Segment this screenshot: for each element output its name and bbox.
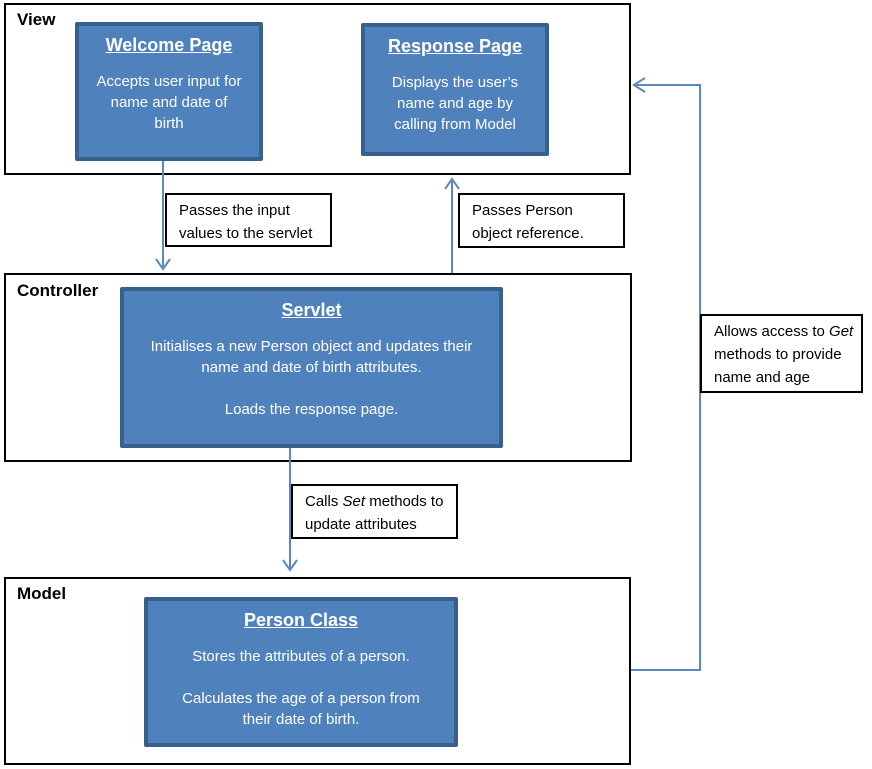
text-line: Initialises a new Person object and upda…: [150, 338, 473, 355]
response-page-title: Response Page: [387, 36, 523, 56]
arrow-controller-to-response: [444, 177, 460, 273]
servlet-node: Servlet Initialises a new Person object …: [120, 287, 503, 448]
text-line: Loads the response page.: [224, 401, 399, 418]
welcome-page-description: Accepts user input for name and date of …: [79, 71, 259, 134]
text-line: Calculates the age of a person from: [182, 690, 420, 707]
text-line: name and date of birth attributes.: [201, 359, 422, 376]
text-line: methods to provide: [714, 346, 842, 363]
text-line: Accepts user input for: [96, 73, 242, 90]
servlet-paragraph-1: Initialises a new Person object and upda…: [124, 336, 499, 378]
text-line: object reference.: [472, 225, 584, 242]
servlet-title: Servlet: [281, 300, 342, 320]
note-allows-get-access: Allows access to Get methods to provide …: [700, 314, 863, 393]
welcome-page-node: Welcome Page Accepts user input for name…: [75, 22, 263, 161]
text-line: birth: [154, 115, 184, 132]
italic-set-keyword: Set: [342, 493, 366, 510]
person-class-node: Person Class Stores the attributes of a …: [144, 597, 458, 747]
text-line: update attributes: [305, 516, 417, 533]
text-segment: Calls: [305, 493, 343, 510]
arrow-model-to-response: [631, 77, 701, 671]
text-line: name and age by: [397, 95, 513, 112]
text-line: Stores the attributes of a person.: [192, 648, 410, 665]
italic-get-keyword: Get: [829, 323, 854, 340]
controller-section-label: Controller: [17, 281, 99, 300]
text-segment: Allows access to: [714, 323, 830, 340]
text-segment: methods to: [365, 493, 444, 510]
text-line: their date of birth.: [242, 711, 360, 728]
person-class-paragraph-2: Calculates the age of a person from thei…: [148, 688, 454, 730]
text-line: Displays the user’s: [391, 74, 519, 91]
person-class-paragraph-1: Stores the attributes of a person.: [148, 646, 454, 667]
servlet-description: Initialises a new Person object and upda…: [124, 336, 499, 420]
text-line: Allows access to Get: [714, 320, 857, 343]
servlet-paragraph-2: Loads the response page.: [124, 399, 499, 420]
model-section-container: [4, 577, 631, 765]
note-calls-set-methods: Calls Set methods to update attributes: [291, 484, 458, 539]
person-class-description: Stores the attributes of a person. Calcu…: [148, 646, 454, 730]
text-line: values to the servlet: [179, 225, 313, 242]
view-section-container: [4, 3, 631, 175]
response-page-node: Response Page Displays the user’s name a…: [361, 23, 549, 156]
text-line: name and age: [714, 369, 810, 386]
view-section-label: View: [17, 10, 56, 29]
person-class-title: Person Class: [243, 610, 359, 630]
note-passes-person-object: Passes Person object reference.: [458, 193, 625, 248]
note-passes-input-values: Passes the input values to the servlet: [165, 193, 332, 247]
text-line: Calls Set methods to: [305, 490, 452, 513]
text-line: calling from Model: [394, 116, 516, 133]
welcome-page-title: Welcome Page: [105, 35, 233, 55]
text-line: Passes Person: [472, 202, 573, 219]
model-section-label: Model: [17, 584, 67, 603]
text-line: Passes the input: [179, 202, 290, 219]
response-page-description: Displays the user’s name and age by call…: [365, 72, 545, 135]
text-line: name and date of: [110, 94, 228, 111]
